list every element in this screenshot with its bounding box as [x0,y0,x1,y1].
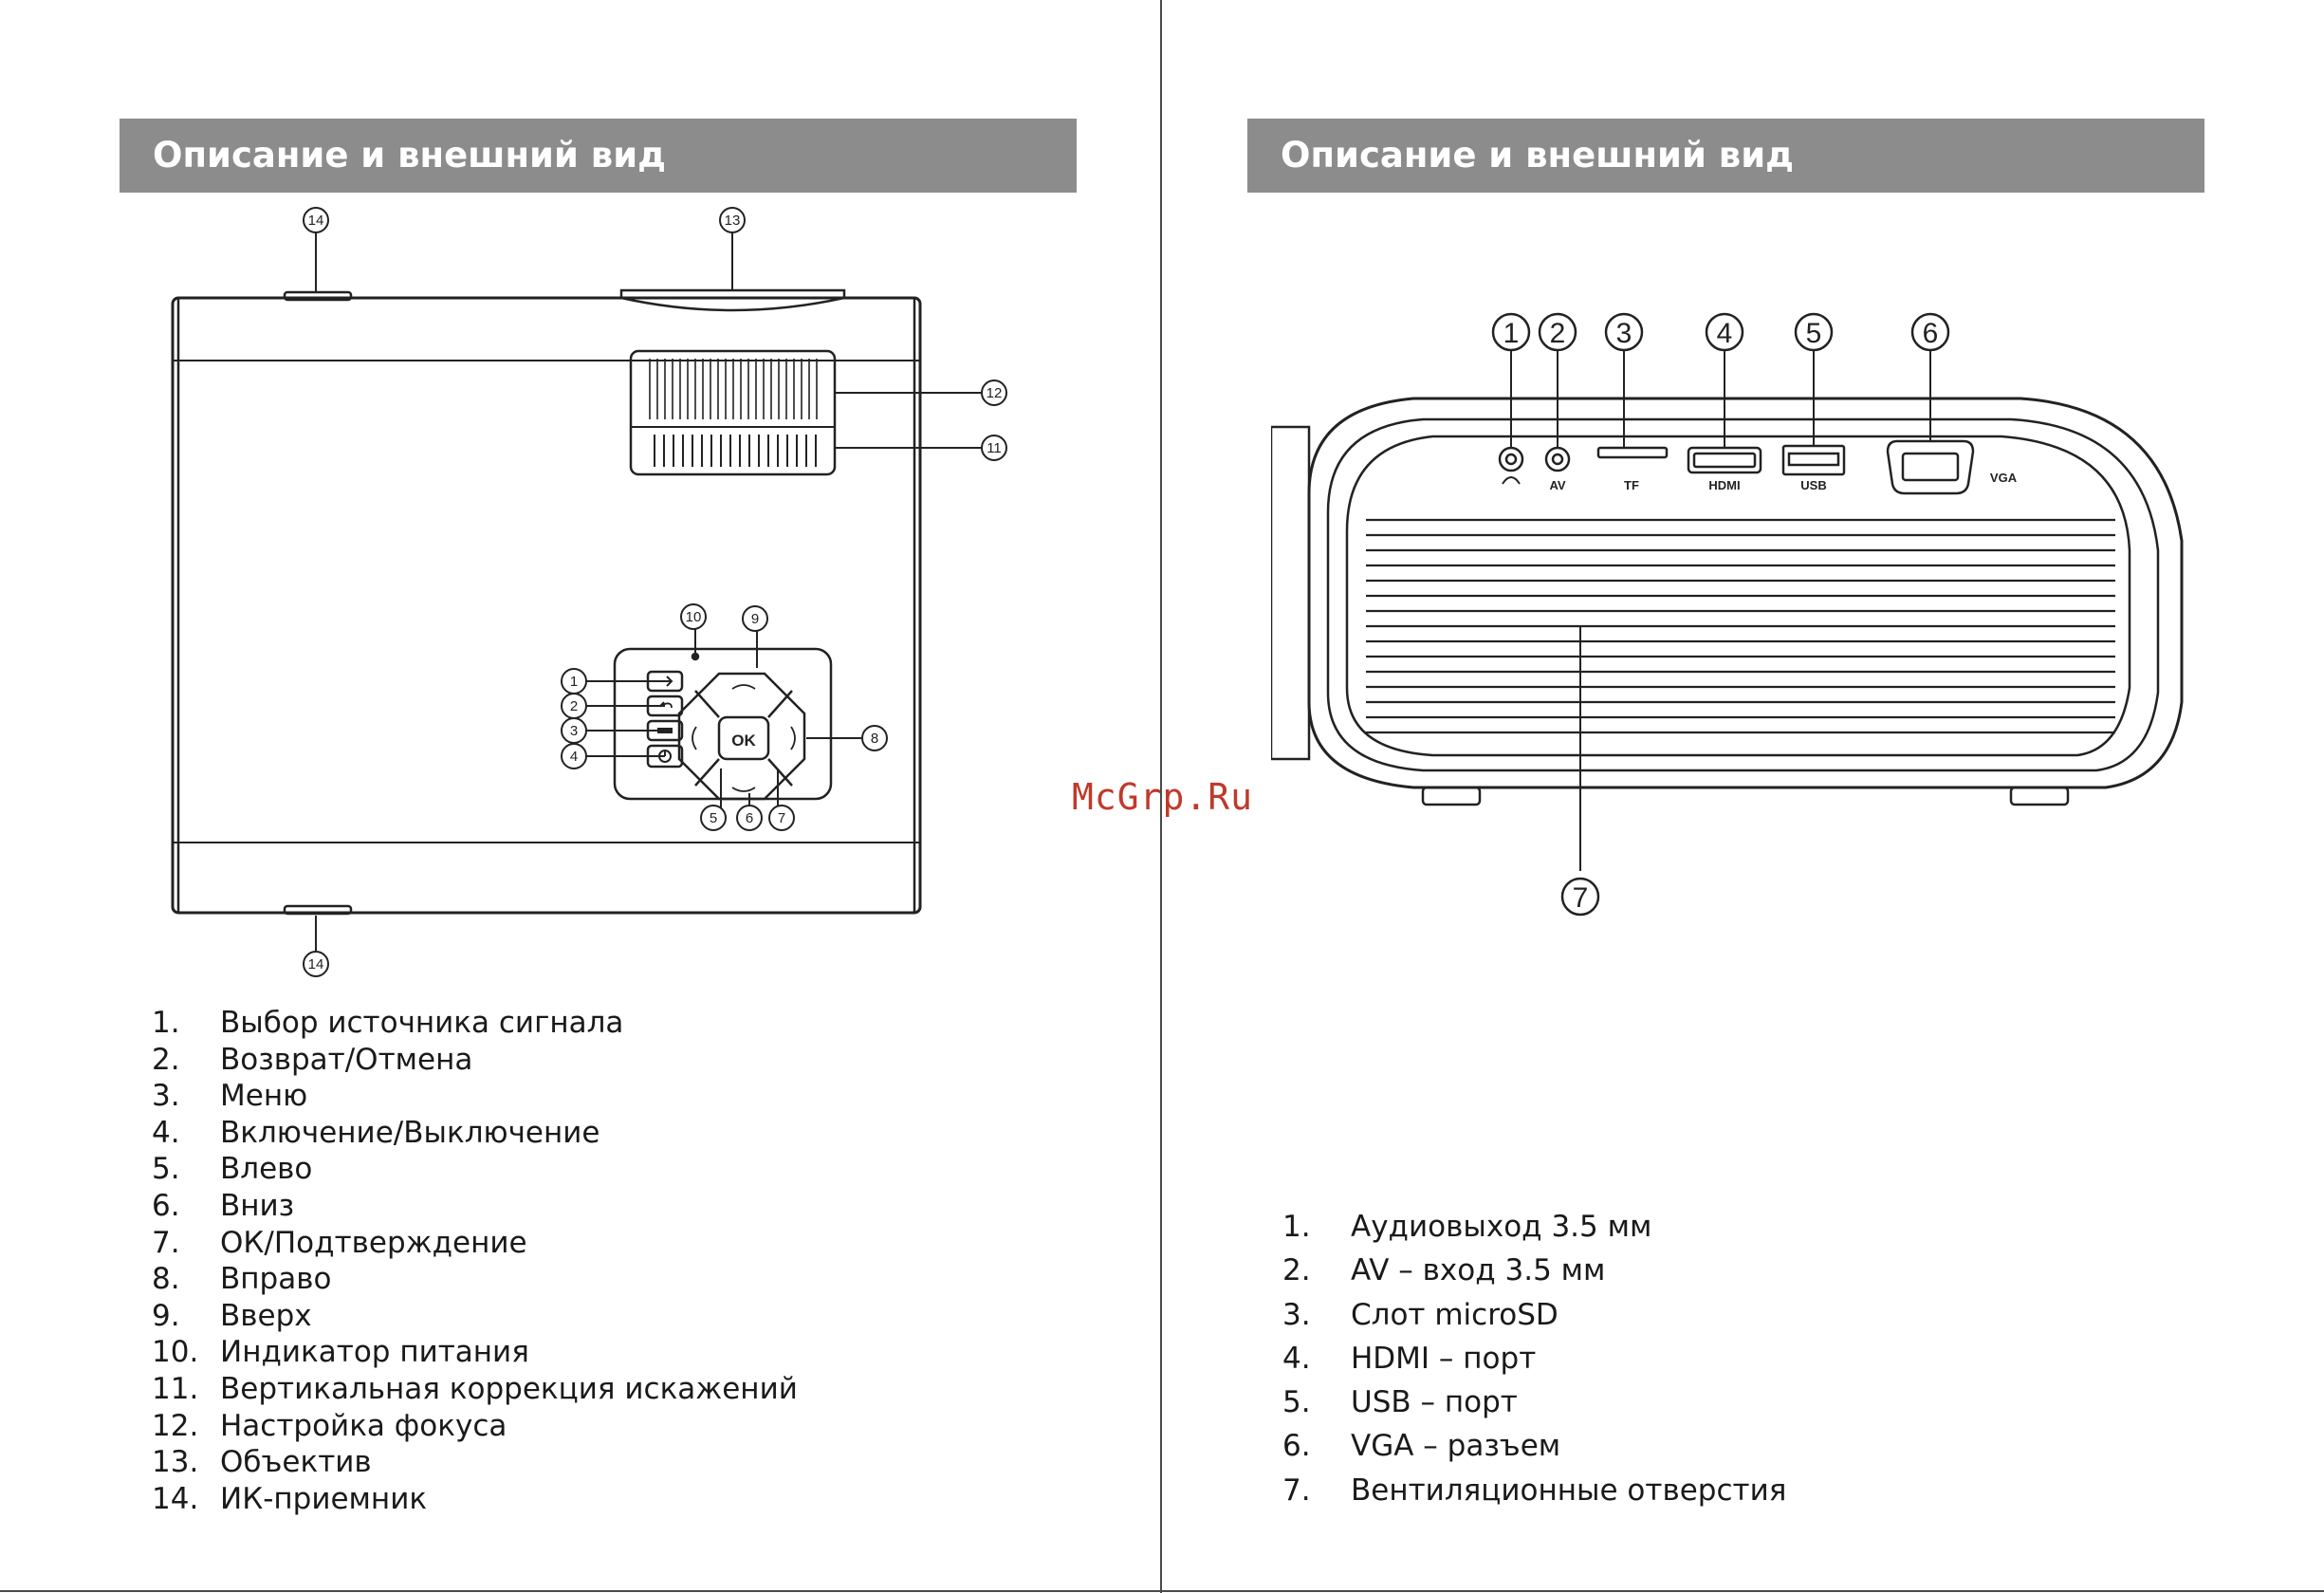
callout-14-top: 14 [308,213,324,229]
callout-8: 8 [871,731,878,747]
callout-11: 11 [987,440,1002,456]
audio-out-port [1498,446,1524,472]
rear-callout-6: 6 [1923,318,1939,349]
callout-1: 1 [570,674,578,690]
ir-receiver-bottom [283,904,353,916]
av-port-label: AV [1549,478,1565,492]
lens-housing [619,288,846,312]
rear-callout-7: 7 [1573,882,1589,914]
vga-port [1886,439,1975,495]
ir-receiver-top [283,290,353,302]
callout-6: 6 [746,810,753,826]
page-divider [1160,0,1162,1593]
bottom-border [0,1590,2324,1592]
dpad [677,672,806,801]
left-page-header: Описание и внешний вид [120,119,1077,193]
projector-rear-view-figure: AV TF HDMI USB VGA 1 2 3 4 5 6 7 [1271,304,2201,930]
callout-9: 9 [751,611,759,627]
callout-13: 13 [725,213,741,229]
power-indicator [691,652,700,661]
tf-slot-label: TF [1624,478,1639,492]
tf-slot [1596,446,1669,459]
callout-3: 3 [570,723,578,739]
rear-callout-2: 2 [1550,318,1566,349]
projector-body [171,296,922,915]
rear-callout-1: 1 [1503,318,1520,349]
callout-14-bottom: 14 [308,956,324,972]
vga-port-label: VGA [1990,471,2018,485]
callout-2: 2 [570,698,578,714]
watermark: McGrp.Ru [1072,776,1254,818]
usb-port-label: USB [1800,478,1826,492]
hdmi-port [1687,446,1762,474]
callout-4: 4 [570,749,578,765]
rear-callout-4: 4 [1717,318,1733,349]
callout-10: 10 [686,609,702,625]
headphone-icon [1502,476,1521,485]
usb-port [1781,444,1846,476]
right-page-header: Описание и внешний вид [1247,119,2204,193]
callout-5: 5 [710,810,717,826]
callout-12: 12 [987,385,1003,401]
av-port [1544,446,1571,472]
projector-top-view-figure: OK 14 13 12 [152,199,1043,987]
rear-callout-5: 5 [1806,318,1822,349]
hdmi-port-label: HDMI [1708,478,1740,492]
rear-callout-3: 3 [1616,318,1632,349]
projector-rear-shell [1307,397,2184,789]
callout-7: 7 [778,810,785,826]
ok-button-label: OK [731,732,756,750]
